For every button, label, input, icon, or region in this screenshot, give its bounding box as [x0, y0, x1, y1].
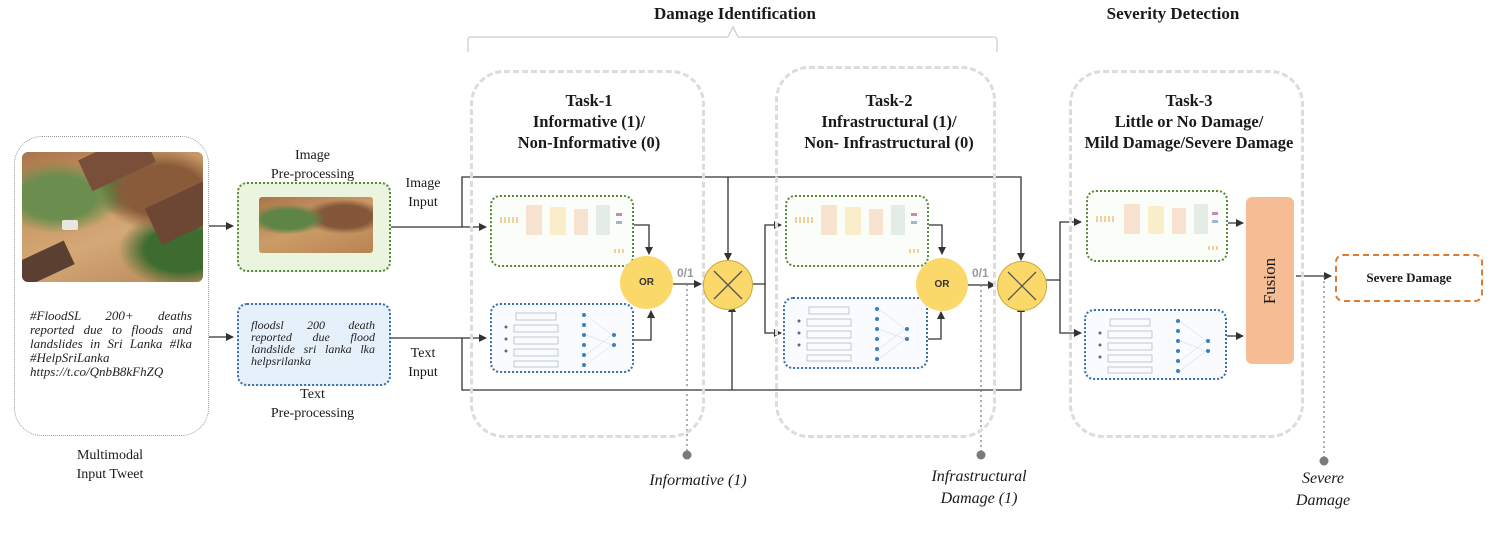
preprocessed-text: floodsl 200 death reported due flood lan… [251, 318, 375, 368]
result-box: Severe Damage [1335, 254, 1483, 302]
cnn-thumbnail [1096, 204, 1218, 250]
multiply-icon [1007, 271, 1037, 301]
preprocessed-photo [259, 197, 373, 253]
fusion-label: Fusion [1260, 257, 1279, 304]
task-1-image-model [490, 195, 634, 267]
task-1-text-model [490, 303, 634, 373]
cnn-thumbnail [795, 205, 919, 253]
or-gate-1: OR [620, 256, 673, 309]
informative-output-label: Informative (1) [649, 472, 747, 489]
task-3-box [1069, 70, 1304, 438]
multiply-icon [713, 270, 743, 300]
informative-probe-dot [682, 450, 692, 460]
image-preprocessing-box [237, 182, 391, 272]
or-gate-2: OR [916, 258, 968, 311]
fusion-block: Fusion [1246, 197, 1294, 364]
task-3-image-model [1086, 190, 1228, 262]
task-1-box [470, 70, 705, 438]
rnn-thumbnail [1098, 318, 1210, 374]
cnn-thumbnail [500, 205, 624, 253]
task-2-image-model [785, 195, 929, 267]
infrastructural-probe-dot [976, 450, 986, 460]
flood-photo [22, 152, 203, 282]
binary-output-2: 0/1 [972, 266, 989, 280]
task-2-box [775, 66, 996, 438]
rnn-thumbnail [504, 312, 616, 368]
task-2-text-model [783, 297, 928, 369]
text-preprocessing-box: floodsl 200 death reported due flood lan… [237, 303, 391, 386]
rnn-thumbnail [797, 306, 909, 362]
multiply-node-2 [997, 261, 1047, 311]
task-3-text-model [1084, 309, 1227, 380]
damage-identification-title: Damage Identification [654, 4, 816, 23]
damage-identification-bracket [467, 25, 998, 52]
severe-probe-dot [1319, 456, 1329, 466]
multiply-node-1 [703, 260, 753, 310]
tweet-text: #FloodSL 200+ deaths reported due to flo… [30, 308, 192, 379]
severity-detection-title: Severity Detection [1106, 4, 1240, 23]
binary-output-1: 0/1 [677, 266, 694, 280]
